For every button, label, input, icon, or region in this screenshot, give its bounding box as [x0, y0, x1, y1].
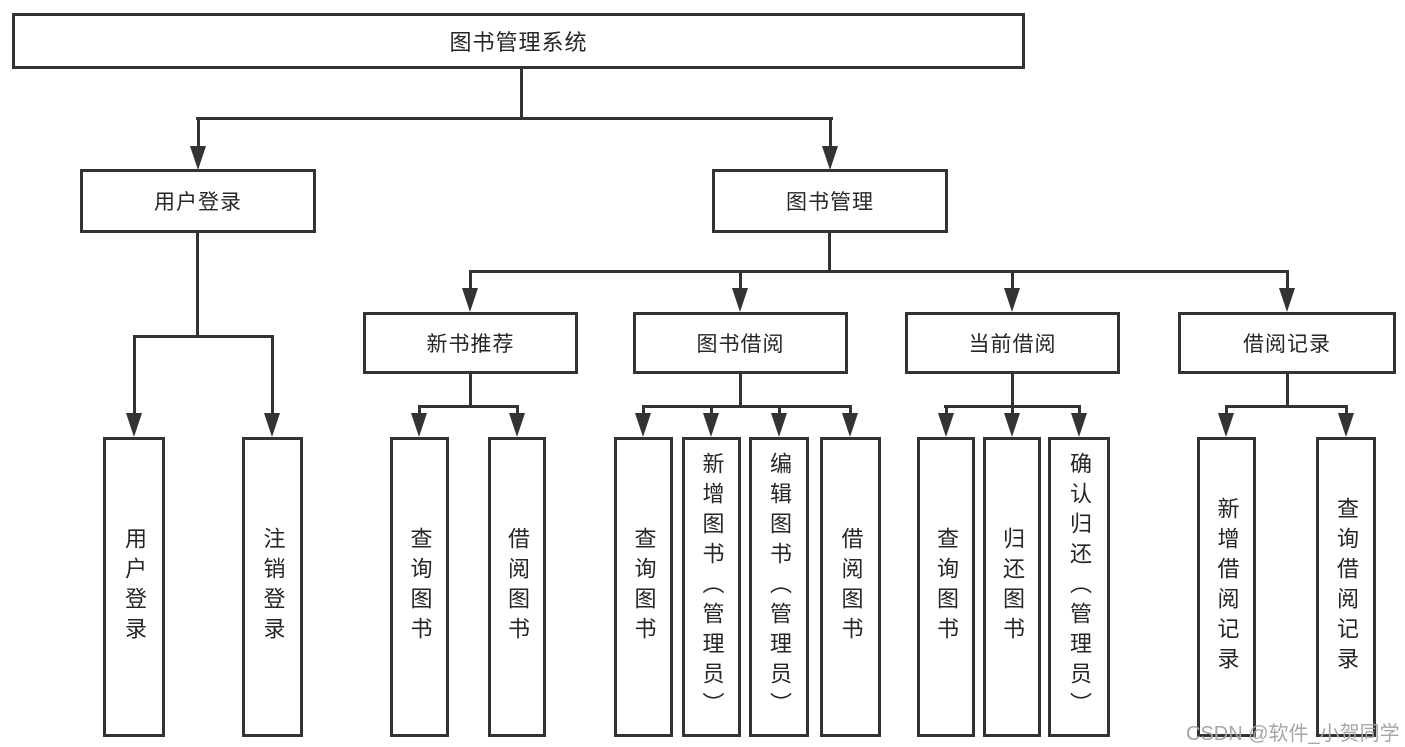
watermark: CSDN @软件_小贺同学	[1186, 723, 1400, 745]
node-borrowing-records-label: 借阅记录	[1243, 333, 1331, 356]
arrow-stem	[133, 338, 136, 413]
leaf-add-borrow-record: 新增借阅记录	[1197, 437, 1256, 737]
connector-line	[642, 405, 852, 408]
arrow-stem	[849, 408, 852, 413]
arrow-down-icon	[1071, 413, 1087, 437]
leaf-confirm-return-admin-label: 确认归还（管理员）	[1067, 452, 1092, 722]
node-book-management-label: 图书管理	[786, 191, 874, 214]
leaf-borrow-books-recommend: 借阅图书	[488, 437, 546, 737]
leaf-add-book-admin: 新增图书（管理员）	[682, 437, 741, 737]
arrow-down-icon	[509, 413, 525, 437]
arrow-stem	[516, 408, 519, 413]
arrow-stem	[418, 408, 421, 413]
node-new-book-recommendation-label: 新书推荐	[426, 333, 515, 356]
connector-line	[469, 270, 1289, 273]
leaf-borrow-books-borrowing: 借阅图书	[820, 437, 881, 737]
leaf-edit-book-admin: 编辑图书（管理员）	[749, 437, 809, 737]
node-book-management: 图书管理	[712, 169, 948, 233]
node-book-borrowing: 图书借阅	[633, 312, 848, 374]
arrow-stem	[1011, 408, 1014, 413]
leaf-confirm-return-admin: 确认归还（管理员）	[1048, 437, 1110, 737]
leaf-return-book-label: 归还图书	[1000, 527, 1025, 647]
node-user-login-label: 用户登录	[154, 191, 242, 214]
node-current-borrowing-label: 当前借阅	[968, 333, 1057, 356]
arrow-stem	[1345, 408, 1348, 413]
arrow-stem	[739, 273, 742, 288]
arrow-down-icon	[264, 413, 280, 437]
node-borrowing-records: 借阅记录	[1178, 312, 1396, 374]
leaf-query-borrow-record-label: 查询借阅记录	[1334, 497, 1359, 677]
arrow-down-icon	[190, 146, 206, 170]
connector-line	[133, 335, 274, 338]
leaf-logout: 注销登录	[242, 437, 303, 737]
arrow-stem	[710, 408, 713, 413]
connector-line	[196, 117, 833, 120]
arrow-stem	[1286, 273, 1289, 288]
arrow-down-icon	[462, 288, 478, 312]
arrow-stem	[1225, 408, 1228, 413]
arrow-stem	[778, 408, 781, 413]
arrow-down-icon	[732, 288, 748, 312]
leaf-add-book-admin-label: 新增图书（管理员）	[699, 452, 725, 722]
arrow-stem	[271, 338, 274, 413]
connector-line	[739, 374, 742, 407]
node-current-borrowing: 当前借阅	[905, 312, 1120, 374]
leaf-borrow-books-recommend-label: 借阅图书	[505, 527, 530, 647]
leaf-edit-book-admin-label: 编辑图书（管理员）	[767, 452, 792, 722]
arrow-stem	[197, 120, 200, 146]
leaf-add-borrow-record-label: 新增借阅记录	[1214, 497, 1240, 677]
connector-line	[1286, 374, 1289, 407]
leaf-return-book: 归还图书	[983, 437, 1041, 737]
arrow-down-icon	[1218, 413, 1234, 437]
node-book-borrowing-label: 图书借阅	[696, 333, 785, 356]
connector-line	[1011, 374, 1014, 407]
leaf-user-login: 用户登录	[103, 437, 165, 737]
connector-line	[944, 405, 1081, 408]
leaf-query-books-recommend-label: 查询图书	[407, 527, 433, 647]
leaf-borrow-books-borrowing-label: 借阅图书	[838, 527, 864, 647]
arrow-down-icon	[1338, 413, 1354, 437]
leaf-query-books-borrowing-label: 查询图书	[631, 527, 657, 647]
arrow-down-icon	[1004, 288, 1020, 312]
node-user-login: 用户登录	[80, 169, 316, 233]
arrow-stem	[945, 408, 948, 413]
leaf-logout-label: 注销登录	[260, 527, 286, 647]
arrow-down-icon	[1279, 288, 1295, 312]
connector-line	[520, 68, 523, 120]
arrow-down-icon	[771, 413, 787, 437]
node-root: 图书管理系统	[12, 13, 1025, 69]
connector-line	[828, 233, 831, 273]
arrow-stem	[642, 408, 645, 413]
leaf-query-borrow-record: 查询借阅记录	[1316, 437, 1376, 737]
node-root-label: 图书管理系统	[449, 30, 588, 55]
arrow-down-icon	[842, 413, 858, 437]
arrow-stem	[1011, 273, 1014, 288]
arrow-stem	[829, 120, 832, 146]
leaf-user-login-label: 用户登录	[122, 527, 147, 647]
connector-line	[418, 405, 519, 408]
leaf-query-books-current: 查询图书	[917, 437, 975, 737]
arrow-down-icon	[822, 146, 838, 170]
leaf-query-books-recommend: 查询图书	[390, 437, 449, 737]
connector-line	[469, 374, 472, 407]
connector-line	[1225, 405, 1348, 408]
node-new-book-recommendation: 新书推荐	[363, 312, 578, 374]
leaf-query-books-current-label: 查询图书	[934, 527, 959, 647]
leaf-query-books-borrowing: 查询图书	[614, 437, 673, 737]
arrow-stem	[1078, 408, 1081, 413]
arrow-down-icon	[411, 413, 427, 437]
arrow-down-icon	[1004, 413, 1020, 437]
arrow-down-icon	[938, 413, 954, 437]
arrow-down-icon	[635, 413, 651, 437]
arrow-down-icon	[703, 413, 719, 437]
connector-line	[196, 233, 199, 337]
arrow-stem	[469, 273, 472, 288]
arrow-down-icon	[126, 413, 142, 437]
